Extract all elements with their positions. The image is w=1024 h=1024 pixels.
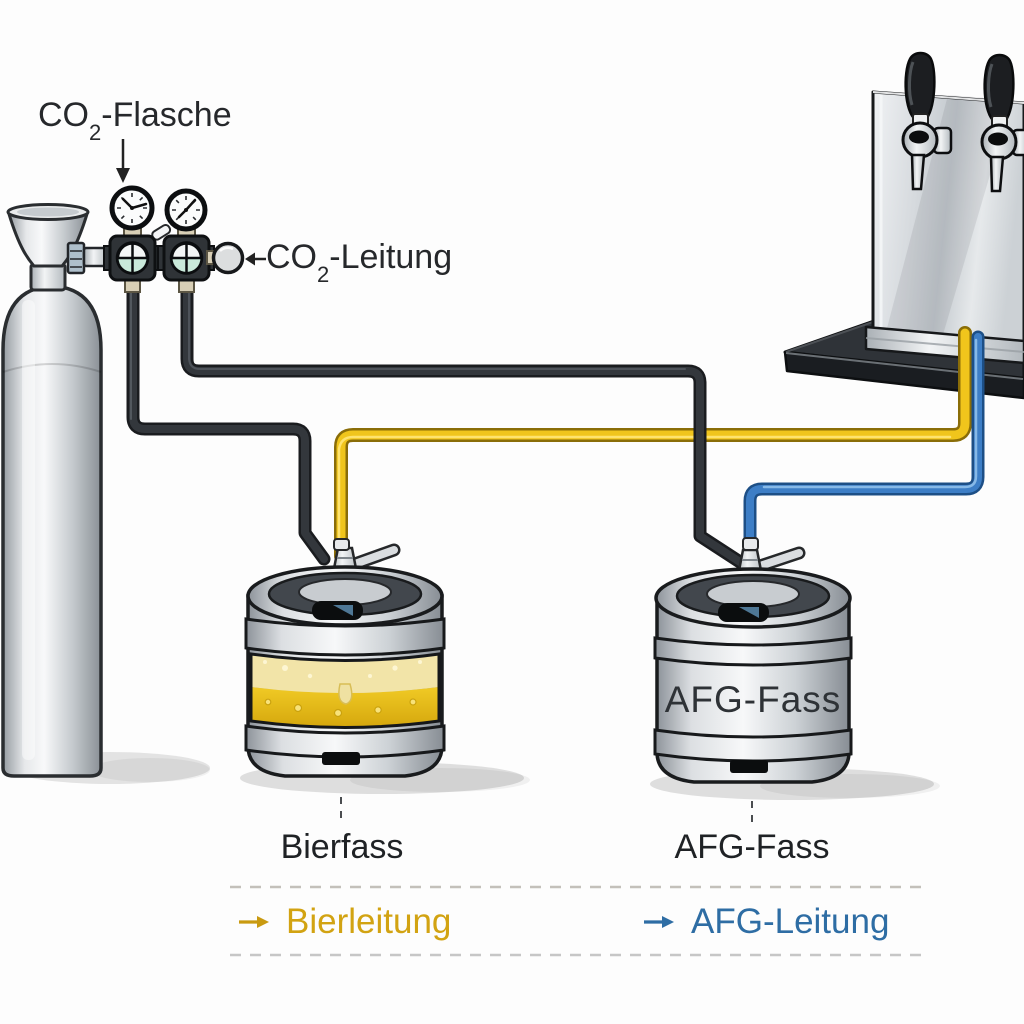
beer-keg-upper-band (244, 617, 446, 657)
co2-bottle-label: CO2-Flasche (38, 96, 232, 144)
afg-keg (653, 537, 853, 784)
tap-spout (910, 153, 926, 191)
legend-item-afg-line: AFG-Leitung (643, 902, 889, 942)
separators (230, 797, 930, 957)
co2-bottle-neck (29, 262, 67, 292)
pressure-regulators (82, 185, 245, 293)
co2-bottle-body (1, 284, 103, 778)
left-arrow-icon (245, 252, 266, 266)
beer-line-arrow-icon (239, 916, 269, 928)
tap-tower (864, 51, 1024, 365)
afg-tap (980, 53, 1024, 193)
legend-label-beer-line: Bierleitung (286, 902, 452, 941)
tap-spout (989, 155, 1005, 193)
co2-line-to-afg-keg (180, 263, 750, 571)
beer-keg-window-slot (312, 601, 363, 620)
afg-keg-body-text: AFG-Fass (664, 679, 842, 720)
gauge-needle (121, 197, 148, 210)
beer-line (334, 326, 972, 563)
co2-line-label: CO2-Leitung (266, 238, 453, 286)
beer-window (249, 652, 441, 729)
co2-line-label-main: CO (266, 238, 317, 276)
afg-line-arrow-icon (644, 916, 674, 928)
beer-tap (901, 51, 953, 191)
down-arrow-icon (116, 139, 130, 183)
co2-bottle-label-main: CO (38, 96, 89, 134)
beer-keg-lower-band (244, 724, 446, 759)
afg-keg-bottom-slot (730, 760, 768, 773)
co2-bottle-label-sub: 2 (89, 119, 102, 145)
co2-bottle (1, 203, 103, 778)
annotation-arrows (116, 139, 266, 266)
afg-keg-upper-band (653, 636, 853, 667)
pressure-gauge-1 (109, 185, 155, 231)
afg-keg-lower-band (653, 728, 853, 763)
regulator-body-2 (157, 234, 215, 282)
legend-item-beer-line: Bierleitung (238, 902, 451, 942)
co2-line-label-sub: 2 (317, 261, 330, 287)
pressure-gauge-2 (164, 188, 208, 232)
regulator-body-1 (103, 234, 161, 282)
beer-keg (244, 538, 446, 778)
co2-line-to-beer-keg (126, 263, 331, 566)
co2-line-label-rest: -Leitung (329, 238, 453, 276)
co2-bottle-label-rest: -Flasche (101, 96, 232, 134)
afg-keg-caption: AFG-Fass (674, 828, 830, 866)
afg-line (743, 330, 985, 563)
beer-keg-caption: Bierfass (280, 828, 404, 866)
legend-label-afg-line: AFG-Leitung (691, 902, 890, 941)
bottle-valve-fitting (66, 241, 86, 275)
afg-keg-window-slot (718, 603, 769, 622)
beer-keg-bottom-slot (322, 752, 360, 765)
